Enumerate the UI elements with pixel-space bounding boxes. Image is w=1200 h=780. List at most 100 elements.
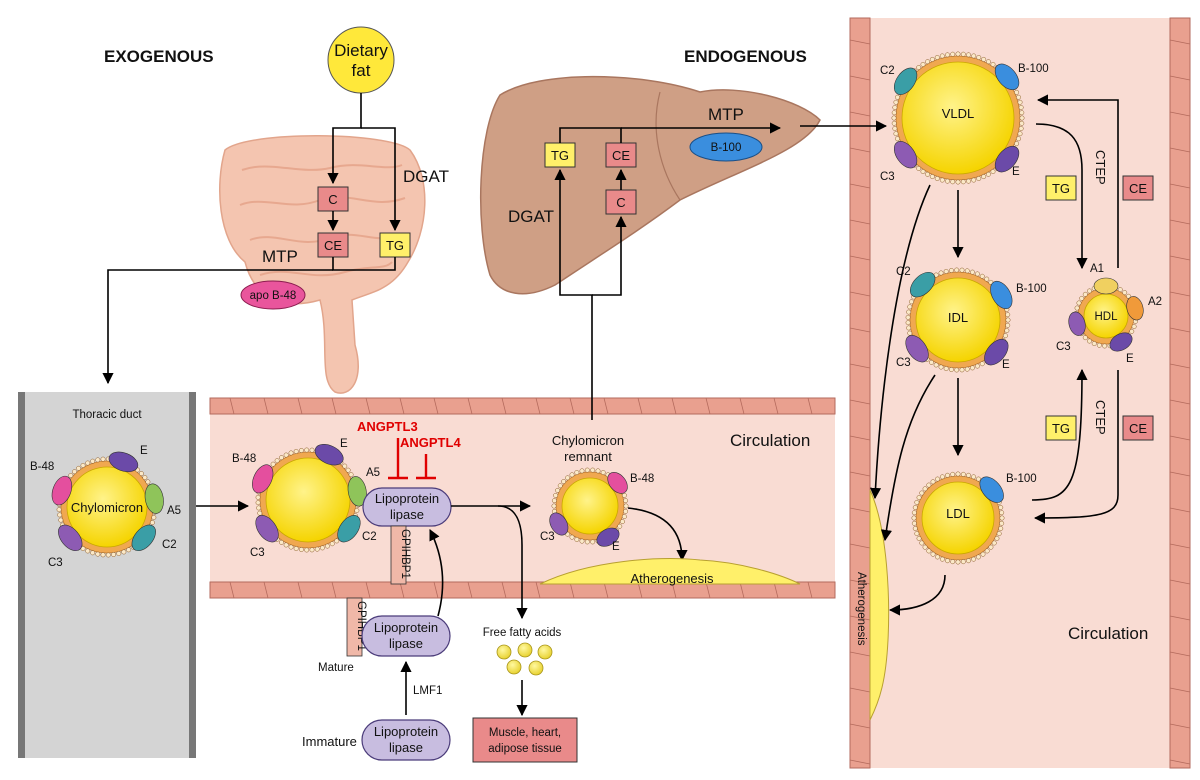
immature-label: Immature (302, 734, 357, 749)
duct-apo-a5-label: A5 (167, 505, 181, 517)
atherogenesis-horizontal-label: Atherogenesis (630, 571, 714, 586)
ctep-label-bottom: CTEP (1093, 400, 1108, 435)
remnant-label-line1: Chylomicron (552, 433, 624, 448)
circ-apo-a5-label: A5 (366, 467, 380, 479)
tissue-line2: adipose tissue (488, 743, 562, 755)
hdl-e-label: E (1126, 353, 1134, 365)
circ-apo-c3-label: C3 (250, 547, 265, 559)
duct-apo-b48-label: B-48 (30, 461, 54, 473)
idl-e-label: E (1002, 359, 1010, 371)
ldl-label: LDL (946, 506, 970, 521)
idl-label: IDL (948, 310, 968, 325)
liver-b100-label: B-100 (711, 142, 742, 154)
endo-tg-label-bottom: TG (1052, 421, 1070, 436)
intestine-mtp-label: MTP (262, 247, 298, 266)
lpl-immature-line2: lipase (389, 740, 423, 755)
ldl-b100-label: B-100 (1006, 473, 1037, 485)
ldl-particle (911, 471, 1005, 565)
apo-b48-label: apo B-48 (250, 290, 297, 302)
intestine-tg-label: TG (386, 238, 404, 253)
liver-tg-label: TG (551, 148, 569, 163)
lmf1-label: LMF1 (413, 685, 442, 697)
liver-ce-box (605, 142, 637, 168)
intestine-illustration (218, 135, 426, 394)
lpl-active-line2: lipase (390, 507, 424, 522)
endo-tg-label-top: TG (1052, 181, 1070, 196)
vldl-particle (891, 51, 1025, 185)
duct-apo-c3-label: C3 (48, 557, 63, 569)
lpl-mature-line1: Lipoprotein (374, 620, 438, 635)
muscle-heart-adipose-box: Muscle, heart, adipose tissue (472, 717, 578, 763)
exogenous-header: EXOGENOUS (104, 47, 214, 66)
circ-apo-b48-label: B-48 (232, 453, 256, 465)
vldl-c3-label: C3 (880, 171, 895, 183)
endo-tg-box-bottom (1045, 415, 1077, 441)
endo-ce-label-bottom: CE (1129, 421, 1147, 436)
free-fatty-acids-label: Free fatty acids (483, 627, 562, 639)
atherogenesis-plaque-vertical: Atherogenesis (855, 489, 890, 721)
idl-c3-label: C3 (896, 357, 911, 369)
liver-tg-box (544, 142, 576, 168)
idl-particle (905, 267, 1013, 373)
vldl-e-label: E (1012, 166, 1020, 178)
intestine-tg-box (379, 232, 411, 258)
lpl-active-line1: Lipoprotein (375, 491, 439, 506)
atherogenesis-plaque-horizontal: Atherogenesis (539, 558, 801, 586)
thoracic-duct-title: Thoracic duct (72, 409, 142, 421)
liver-c-label: C (616, 195, 625, 210)
intestine-c-box (317, 186, 349, 212)
idl-b100-label: B-100 (1016, 283, 1047, 295)
liver-illustration (479, 75, 821, 295)
vldl-b100-label: B-100 (1018, 63, 1049, 75)
remnant-apo-c3-label: C3 (540, 531, 555, 543)
intestine-dgat-label: DGAT (403, 167, 449, 186)
hdl-c3-label: C3 (1056, 341, 1071, 353)
lipoprotein-lipase-mature: Lipoprotein lipase (361, 615, 451, 657)
intestine-c-label: C (328, 192, 337, 207)
dietary-fat-node: Dietary fat (327, 26, 395, 94)
angptl4-label: ANGPTL4 (400, 435, 461, 450)
chylomicron-label: Chylomicron (71, 500, 143, 515)
dietary-fat-line1: Dietary (334, 41, 388, 60)
intestine-ce-box (317, 232, 349, 258)
mature-label: Mature (318, 662, 354, 674)
angptl3-label: ANGPTL3 (357, 419, 418, 434)
liver-c-box (605, 189, 637, 215)
duct-apo-c2-label: C2 (162, 539, 177, 551)
free-fatty-acid-dots (496, 642, 553, 676)
lipoprotein-lipase-active: Lipoprotein lipase (362, 487, 452, 527)
idl-c2-label: C2 (896, 266, 911, 278)
liver-b100-blob: B-100 (689, 132, 763, 162)
chylomicron-particle-circulation (252, 444, 367, 553)
endo-ce-box-bottom (1122, 415, 1154, 441)
endo-tg-box-top (1045, 175, 1077, 201)
endo-ce-label-top: CE (1129, 181, 1147, 196)
remnant-apo-b48-label: B-48 (630, 473, 654, 485)
circ-apo-e-label: E (340, 438, 348, 450)
remnant-label-line2: remnant (564, 449, 612, 464)
endo-ce-box-top (1122, 175, 1154, 201)
circulation-label: Circulation (730, 431, 810, 450)
liver-ce-label: CE (612, 148, 630, 163)
hdl-particle (1068, 277, 1144, 352)
vldl-label: VLDL (942, 106, 975, 121)
hdl-a1-label: A1 (1090, 263, 1104, 275)
endo-circulation-label: Circulation (1068, 624, 1148, 643)
thoracic-duct: Thoracic duct (18, 392, 196, 758)
gpihbp1-label-top: GPIHBP1 (399, 529, 411, 579)
apo-b48-blob: apo B-48 (240, 280, 306, 310)
liver-dgat-label: DGAT (508, 207, 554, 226)
tissue-line1: Muscle, heart, (489, 727, 561, 739)
lpl-mature-line2: lipase (389, 636, 423, 651)
chylomicron-remnant-particle (549, 467, 629, 547)
remnant-apo-e-label: E (612, 541, 620, 553)
circ-apo-c2-label: C2 (362, 531, 377, 543)
vldl-c2-label: C2 (880, 65, 895, 77)
atherogenesis-vertical-label: Atherogenesis (855, 572, 867, 646)
gpihbp1-anchor-top: GPIHBP1 (390, 525, 411, 585)
dietary-fat-line2: fat (352, 61, 371, 80)
hdl-label: HDL (1094, 311, 1118, 323)
chylomicron-particle-duct (51, 451, 164, 558)
intestine-ce-label: CE (324, 238, 342, 253)
